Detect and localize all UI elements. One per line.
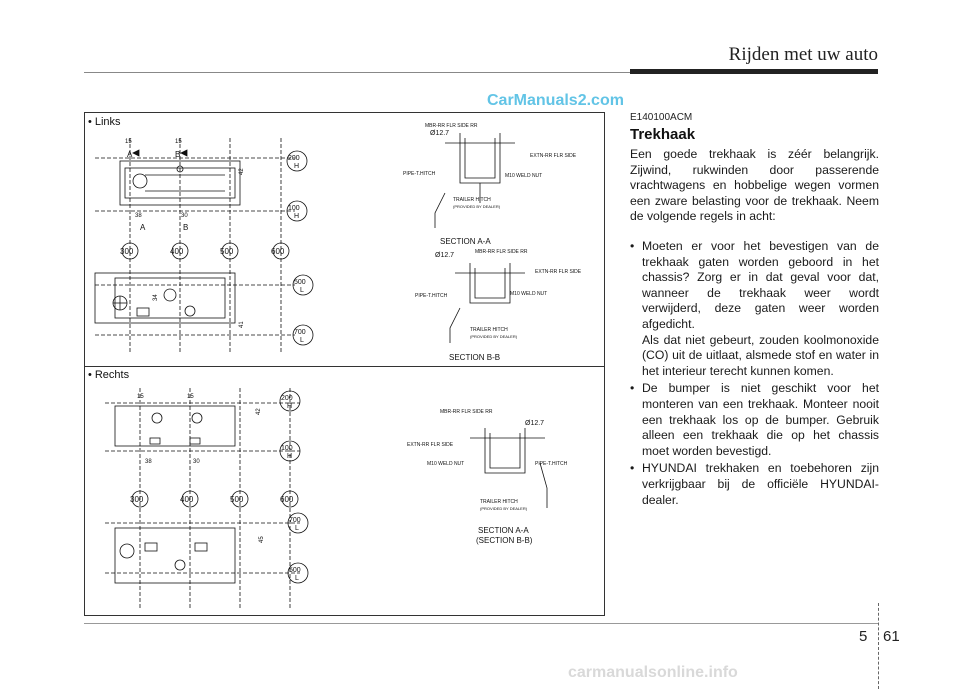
figure-label-right: •Rechts xyxy=(88,369,130,381)
svg-text:30: 30 xyxy=(181,213,188,219)
svg-text:MBR-RR FLR SIDE RR: MBR-RR FLR SIDE RR xyxy=(475,249,528,255)
section-mark-a2: A xyxy=(140,223,146,232)
section-aa-title: SECTION A-A xyxy=(440,237,491,246)
svg-text:Ø12.7: Ø12.7 xyxy=(525,420,544,427)
bullet-dot: • xyxy=(630,239,635,253)
footer-watermark: carmanualsonline.info xyxy=(568,664,738,681)
svg-text:700: 700 xyxy=(294,329,306,336)
svg-text:38: 38 xyxy=(135,213,142,219)
svg-text:700: 700 xyxy=(289,517,301,524)
section-mark-a: A xyxy=(127,150,133,159)
svg-text:TRAILER HITCH: TRAILER HITCH xyxy=(470,327,508,333)
section-bb-title: SECTION B-B xyxy=(449,353,500,362)
svg-text:30: 30 xyxy=(193,459,200,465)
svg-text:TRAILER HITCH: TRAILER HITCH xyxy=(480,499,518,505)
svg-text:EXTN-RR FLR SIDE: EXTN-RR FLR SIDE xyxy=(530,153,577,159)
svg-text:(PROVIDED BY DEALER): (PROVIDED BY DEALER) xyxy=(470,334,518,339)
list-item: • De bumper is niet geschikt voor het mo… xyxy=(630,381,879,458)
svg-text:L: L xyxy=(300,337,304,344)
intro-paragraph: Een goede trekhaak is zéér belangrijk. Z… xyxy=(630,147,879,224)
svg-text:15: 15 xyxy=(187,394,194,400)
svg-text:MBR-RR FLR SIDE RR: MBR-RR FLR SIDE RR xyxy=(440,409,493,415)
svg-text:L: L xyxy=(295,575,299,582)
svg-text:45: 45 xyxy=(259,536,265,543)
svg-text:100: 100 xyxy=(288,205,300,212)
svg-text:M10 WELD NUT: M10 WELD NUT xyxy=(427,461,464,467)
svg-text:M10 WELD NUT: M10 WELD NUT xyxy=(510,291,547,297)
svg-text:600: 600 xyxy=(271,247,285,256)
svg-text:L: L xyxy=(295,525,299,532)
svg-text:34: 34 xyxy=(153,294,159,301)
svg-text:PIPE-T.HITCH: PIPE-T.HITCH xyxy=(415,293,448,299)
technical-drawing: A B A B 15 15 38 30 42 41 34 300 400 500… xyxy=(94,123,582,608)
bullet-dot: • xyxy=(630,381,635,396)
chapter-number: 5 xyxy=(859,628,868,645)
section-bb-paren: (SECTION B-B) xyxy=(476,536,533,545)
svg-text:42: 42 xyxy=(239,168,245,175)
header-rule xyxy=(84,72,878,73)
section-mark-b2: B xyxy=(183,223,188,232)
svg-text:600: 600 xyxy=(280,495,294,504)
section-views-top: MBR-RR FLR SIDE RR Ø12.7 EXTN-RR FLR SID… xyxy=(403,123,582,362)
svg-text:H: H xyxy=(294,213,299,220)
svg-text:(PROVIDED BY DEALER): (PROVIDED BY DEALER) xyxy=(480,506,528,511)
section-mark-b: B xyxy=(175,150,180,159)
svg-text:15: 15 xyxy=(175,139,182,145)
svg-text:H: H xyxy=(294,163,299,170)
svg-text:400: 400 xyxy=(180,495,194,504)
svg-text:Ø12.7: Ø12.7 xyxy=(435,252,454,259)
left-plan-view: A B A B 15 15 38 30 42 41 34 300 400 500… xyxy=(94,138,314,353)
section-heading: Trekhaak xyxy=(630,126,696,143)
figure-divider xyxy=(85,366,604,367)
svg-text:MBR-RR FLR SIDE RR: MBR-RR FLR SIDE RR xyxy=(425,123,478,129)
svg-text:Ø12.7: Ø12.7 xyxy=(430,130,449,137)
svg-text:15: 15 xyxy=(125,139,132,145)
svg-text:38: 38 xyxy=(145,459,152,465)
svg-text:H: H xyxy=(287,453,292,460)
section-aa-title-right: SECTION A-A xyxy=(478,526,529,535)
svg-text:15: 15 xyxy=(137,394,144,400)
figure-label-left: •Links xyxy=(88,116,121,128)
bullet-dot: • xyxy=(630,461,635,476)
svg-text:PIPE-T.HITCH: PIPE-T.HITCH xyxy=(535,461,568,467)
svg-text:300: 300 xyxy=(120,247,134,256)
svg-text:EXTN-RR FLR SIDE: EXTN-RR FLR SIDE xyxy=(535,269,582,275)
section-view-bottom: MBR-RR FLR SIDE RR Ø12.7 EXTN-RR FLR SID… xyxy=(407,409,568,545)
svg-text:300: 300 xyxy=(130,495,144,504)
svg-text:400: 400 xyxy=(170,247,184,256)
svg-text:500: 500 xyxy=(289,567,301,574)
svg-text:PIPE-T.HITCH: PIPE-T.HITCH xyxy=(403,171,436,177)
svg-text:41: 41 xyxy=(239,321,245,328)
svg-text:100: 100 xyxy=(281,445,293,452)
trailer-hitch-figure: •Links •Rechts xyxy=(84,112,605,616)
svg-text:H: H xyxy=(287,403,292,410)
rules-list: • Moeten er voor het bevestigen van de t… xyxy=(630,239,879,510)
svg-text:M10 WELD NUT: M10 WELD NUT xyxy=(505,173,542,179)
svg-text:(PROVIDED BY DEALER): (PROVIDED BY DEALER) xyxy=(453,204,501,209)
footer-separator xyxy=(878,603,879,689)
svg-text:200: 200 xyxy=(288,155,300,162)
svg-text:EXTN-RR FLR SIDE: EXTN-RR FLR SIDE xyxy=(407,442,454,448)
section-reference-code: E140100ACM xyxy=(630,112,693,123)
svg-text:200: 200 xyxy=(281,395,293,402)
page-number: 61 xyxy=(883,628,900,645)
svg-text:L: L xyxy=(300,287,304,294)
header-bar xyxy=(630,69,878,74)
list-item: • Moeten er voor het bevestigen van de t… xyxy=(630,239,879,378)
running-header-title: Rijden met uw auto xyxy=(728,44,878,65)
svg-text:500: 500 xyxy=(220,247,234,256)
list-item: • HYUNDAI trekhaken en toebehoren zijn v… xyxy=(630,461,879,507)
svg-text:TRAILER HITCH: TRAILER HITCH xyxy=(453,197,491,203)
watermark-link[interactable]: CarManuals2.com xyxy=(487,92,624,109)
svg-text:500: 500 xyxy=(230,495,244,504)
footer-rule xyxy=(84,623,878,624)
svg-text:42: 42 xyxy=(256,408,262,415)
right-plan-view: 15 15 38 30 42 45 300 400 500 600 200 H … xyxy=(105,388,309,608)
svg-text:500: 500 xyxy=(294,279,306,286)
